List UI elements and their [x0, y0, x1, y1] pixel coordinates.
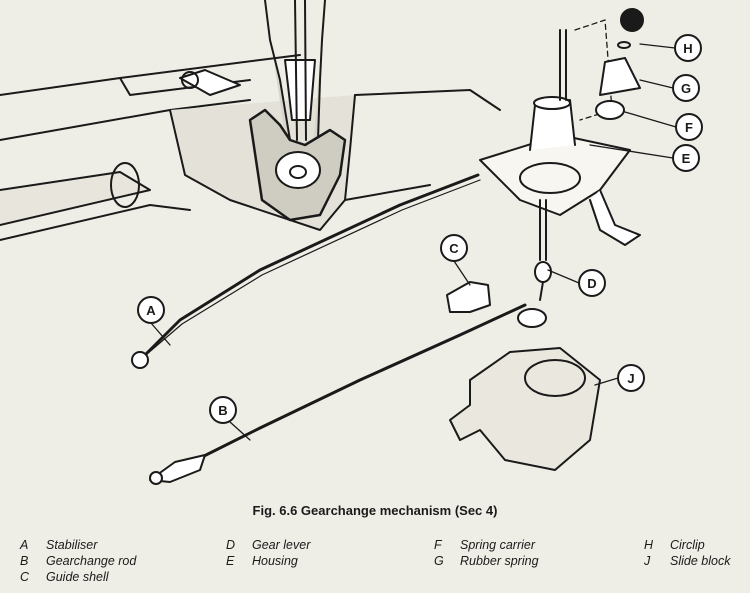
- callout-g: G: [672, 74, 700, 102]
- svg-text:H: H: [683, 41, 692, 56]
- svg-text:D: D: [587, 276, 596, 291]
- slide-block: [449, 347, 601, 471]
- svg-text:C: C: [449, 241, 459, 256]
- callout-h: H: [674, 34, 702, 62]
- callout-e: E: [672, 144, 700, 172]
- figure-caption: Fig. 6.6 Gearchange mechanism (Sec 4): [252, 503, 498, 518]
- gear-lever: [559, 29, 567, 101]
- callout-a: A: [137, 296, 165, 324]
- callout-j: J: [617, 364, 645, 392]
- guide-shell: [446, 281, 491, 313]
- circlip-knob: [620, 8, 644, 32]
- gearchange-diagram: H G F E D C A J B: [0, 0, 703, 485]
- spring-carrier: [595, 100, 625, 120]
- sectioned-lever-housing: [179, 0, 347, 222]
- svg-text:E: E: [682, 151, 691, 166]
- callout-f: F: [675, 113, 703, 141]
- callout-c: C: [440, 234, 468, 262]
- floor-pan-section: [0, 54, 501, 241]
- svg-text:J: J: [627, 371, 634, 386]
- svg-text:B: B: [218, 403, 227, 418]
- gearchange-rod: [198, 303, 527, 460]
- rubber-spring: [599, 57, 641, 96]
- callout-b: B: [209, 396, 237, 424]
- svg-text:A: A: [146, 303, 156, 318]
- stabiliser-rod: [138, 173, 480, 362]
- svg-text:G: G: [681, 81, 691, 96]
- svg-text:F: F: [685, 120, 693, 135]
- callout-d: D: [578, 269, 606, 297]
